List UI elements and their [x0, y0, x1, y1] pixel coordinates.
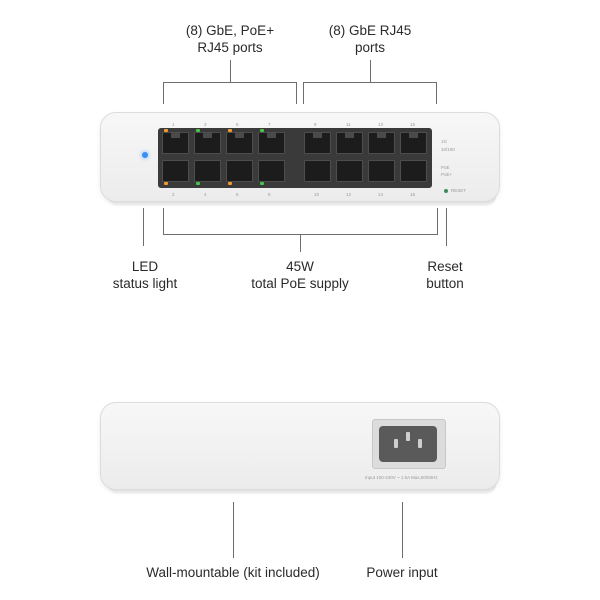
- rj45-port-16[interactable]: [400, 160, 427, 182]
- port-latch: [409, 133, 418, 138]
- rj45-port-4[interactable]: [194, 160, 221, 182]
- rj45-port-8[interactable]: [258, 160, 285, 182]
- port-number-label: 1: [172, 122, 175, 127]
- port-number-label: 3: [204, 122, 207, 127]
- rj45-callout-stem: [370, 60, 371, 82]
- power-input-callout-stem: [402, 502, 403, 558]
- poe-supply-bracket-right: [437, 208, 438, 235]
- inlet-pin-right: [418, 439, 422, 448]
- port-number-label: 11: [346, 122, 351, 127]
- port-latch: [235, 133, 244, 138]
- wall-mount-callout-stem: [233, 502, 234, 558]
- inlet-pin-center: [406, 432, 410, 441]
- rj45-port-11[interactable]: [336, 132, 363, 154]
- inlet-pin-left: [394, 439, 398, 448]
- rj45-port-7[interactable]: [258, 132, 285, 154]
- side-label-poeplus: PoE+: [441, 172, 453, 177]
- switch-back-panel: Input 100-240V ~ 1.5A Max,50/60Hz: [100, 402, 500, 490]
- port-latch: [203, 133, 212, 138]
- port-number-label: 4: [204, 192, 207, 197]
- rj45-port-14[interactable]: [368, 160, 395, 182]
- reset-button-callout: Reset button: [426, 259, 464, 291]
- port-number-label: 8: [268, 192, 271, 197]
- port-poe-led: [228, 129, 232, 132]
- power-inlet-socket[interactable]: [379, 426, 437, 462]
- rj45-port-1[interactable]: [162, 132, 189, 154]
- port-poe-led: [260, 182, 264, 185]
- rj45-port-10[interactable]: [304, 160, 331, 182]
- port-latch: [171, 133, 180, 138]
- port-latch: [377, 133, 386, 138]
- power-rating-label: Input 100-240V ~ 1.5A Max,50/60Hz: [365, 475, 438, 480]
- power-input-callout: Power input: [366, 565, 438, 580]
- rj45-port-9[interactable]: [304, 132, 331, 154]
- port-poe-led: [164, 182, 168, 185]
- port-latch: [267, 133, 276, 138]
- rj45-ports-callout: (8) GbE RJ45 ports: [328, 23, 412, 55]
- port-poe-led: [260, 129, 264, 132]
- poe-bracket: [163, 82, 297, 83]
- port-number-label: 2: [172, 192, 175, 197]
- port-number-label: 12: [346, 192, 352, 197]
- port-number-label: 15: [410, 122, 416, 127]
- port-poe-led: [196, 129, 200, 132]
- rj45-port-12[interactable]: [336, 160, 363, 182]
- port-latch: [313, 133, 322, 138]
- reset-button[interactable]: [444, 189, 448, 193]
- port-number-label: 5: [236, 122, 239, 127]
- port-number-label: 7: [268, 122, 271, 127]
- port-poe-led: [196, 182, 200, 185]
- led-callout-stem: [143, 208, 144, 246]
- poe-bracket-right: [296, 82, 297, 104]
- port-number-label: 10: [314, 192, 320, 197]
- poe-ports-callout: (8) GbE, PoE+ RJ45 ports: [185, 23, 275, 55]
- reset-callout-stem: [446, 208, 447, 246]
- poe-callout-stem: [230, 60, 231, 82]
- poe-supply-bracket-left: [163, 208, 164, 235]
- rj45-port-15[interactable]: [400, 132, 427, 154]
- reset-silk-label: RESET: [451, 188, 467, 193]
- port-poe-led: [228, 182, 232, 185]
- side-label-poe: PoE: [441, 165, 450, 170]
- port-number-label: 14: [378, 192, 384, 197]
- rj45-port-6[interactable]: [226, 160, 253, 182]
- poe-bracket-left: [163, 82, 164, 104]
- poe-supply-stem: [300, 234, 301, 252]
- side-label-10-100: 10/100: [441, 147, 455, 152]
- rj45-port-3[interactable]: [194, 132, 221, 154]
- led-status-callout: LED status light: [112, 259, 178, 291]
- rj45-bracket-right: [436, 82, 437, 104]
- port-number-label: 9: [314, 122, 317, 127]
- rj45-bracket: [303, 82, 437, 83]
- rj45-port-5[interactable]: [226, 132, 253, 154]
- port-latch: [345, 133, 354, 138]
- led-status-light: [142, 152, 148, 158]
- rj45-port-2[interactable]: [162, 160, 189, 182]
- side-label-1g: 1G: [441, 139, 448, 144]
- port-poe-led: [164, 129, 168, 132]
- port-number-label: 16: [410, 192, 416, 197]
- poe-supply-callout: 45W total PoE supply: [251, 259, 349, 291]
- port-number-label: 6: [236, 192, 239, 197]
- wall-mount-callout: Wall-mountable (kit included): [146, 565, 320, 580]
- rj45-bracket-left: [303, 82, 304, 104]
- rj45-port-13[interactable]: [368, 132, 395, 154]
- port-number-label: 13: [378, 122, 384, 127]
